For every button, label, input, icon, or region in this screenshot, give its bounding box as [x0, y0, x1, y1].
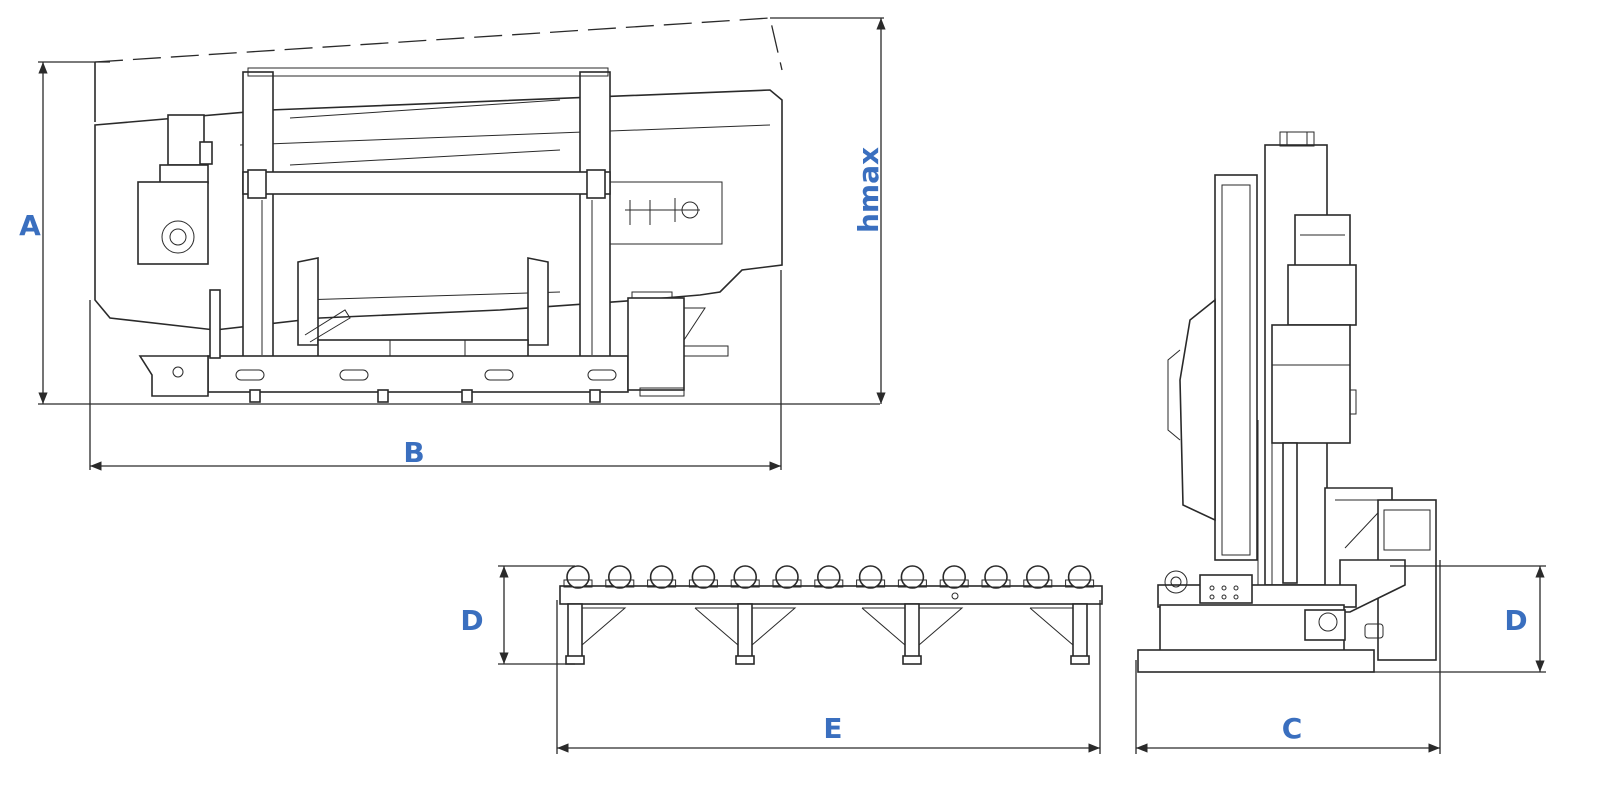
side-view-machine: [1137, 131, 1437, 673]
conveyor-roller: [942, 565, 967, 589]
conveyor-roller: [1067, 565, 1092, 589]
roller-bracket: [1065, 579, 1095, 588]
roller-bracket: [939, 579, 969, 588]
conveyor-roller: [1026, 565, 1050, 589]
roller-bracket: [981, 579, 1011, 588]
side-view-dimensions: [1135, 560, 1546, 754]
conveyor-roller: [816, 565, 841, 589]
roller-bracket: [856, 579, 886, 588]
roller-bracket: [647, 579, 677, 588]
conveyor-roller: [858, 565, 883, 589]
roller-bracket: [1023, 579, 1053, 588]
conveyor-roller: [691, 565, 716, 589]
roller-conveyor: [559, 565, 1103, 665]
roller-bracket: [730, 579, 760, 588]
conveyor-dimensions: [498, 565, 1101, 754]
conveyor-roller: [900, 565, 925, 589]
label-hmax: hmax: [852, 147, 885, 233]
roller-bracket: [772, 579, 802, 588]
label-b: B: [403, 436, 424, 469]
conveyor-roller: [984, 565, 1008, 589]
roller-bracket: [688, 579, 718, 588]
conveyor-roller: [775, 565, 799, 589]
dimension-labels: A B hmax D E C D: [19, 147, 1527, 745]
roller-bracket: [605, 579, 635, 588]
conveyor-roller: [649, 565, 674, 589]
label-a: A: [19, 209, 41, 242]
label-d-conveyor: D: [460, 604, 483, 637]
conveyor-roller: [607, 565, 632, 589]
label-d-side: D: [1504, 604, 1527, 637]
conveyor-roller: [733, 565, 758, 589]
roller-bracket: [563, 579, 593, 588]
label-c: C: [1282, 712, 1303, 745]
front-view-machine: [94, 17, 783, 403]
label-e: E: [823, 712, 842, 745]
roller-bracket: [814, 579, 844, 588]
conveyor-roller: [566, 565, 590, 589]
front-view-dimensions: [38, 17, 886, 471]
roller-bracket: [897, 579, 927, 588]
